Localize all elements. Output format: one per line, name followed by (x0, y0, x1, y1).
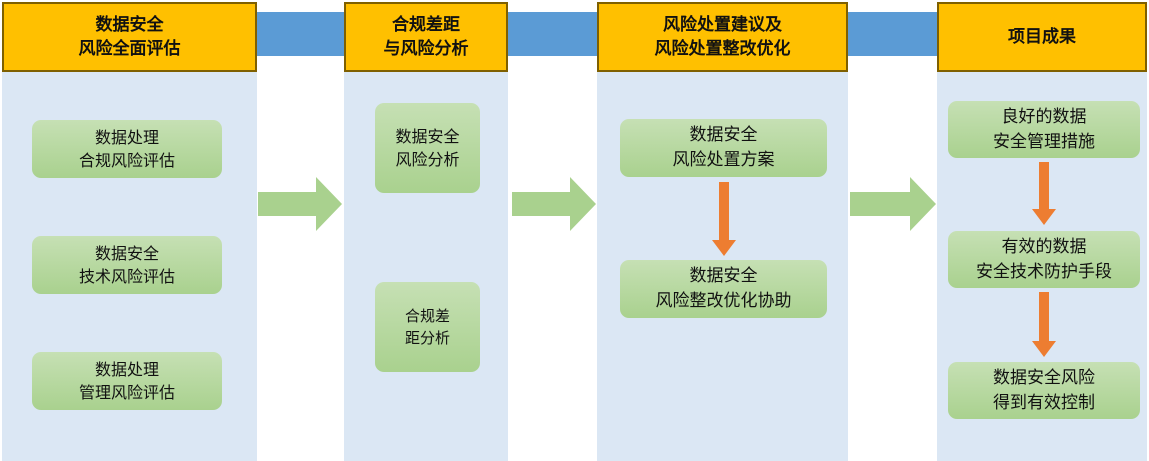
step-arrow-results-2 (1032, 292, 1056, 357)
box-technical-risk-assessment: 数据安全 技术风险评估 (32, 236, 222, 294)
box-management-measures: 良好的数据 安全管理措施 (948, 101, 1140, 158)
box-risk-controlled: 数据安全风险 得到有效控制 (948, 362, 1140, 419)
box-compliance-gap-analysis: 合规差 距分析 (375, 282, 480, 372)
step-arrow-remediation (712, 182, 736, 256)
flow-arrow-3 (850, 177, 936, 231)
flow-arrow-2 (512, 177, 596, 231)
header-gap-analysis: 合规差距 与风险分析 (344, 2, 508, 72)
box-risk-treatment-plan: 数据安全 风险处置方案 (620, 119, 827, 177)
flow-arrow-1 (258, 177, 342, 231)
step-arrow-results-1 (1032, 162, 1056, 225)
box-management-risk-assessment: 数据处理 管理风险评估 (32, 352, 222, 410)
box-remediation-optimization: 数据安全 风险整改优化协助 (620, 260, 827, 318)
box-technical-protection: 有效的数据 安全技术防护手段 (948, 231, 1140, 288)
header-assessment: 数据安全 风险全面评估 (2, 2, 257, 72)
header-results: 项目成果 (937, 2, 1147, 72)
header-remediation: 风险处置建议及 风险处置整改优化 (597, 2, 848, 72)
box-compliance-risk-assessment: 数据处理 合规风险评估 (32, 120, 222, 178)
box-security-risk-analysis: 数据安全 风险分析 (375, 103, 480, 193)
